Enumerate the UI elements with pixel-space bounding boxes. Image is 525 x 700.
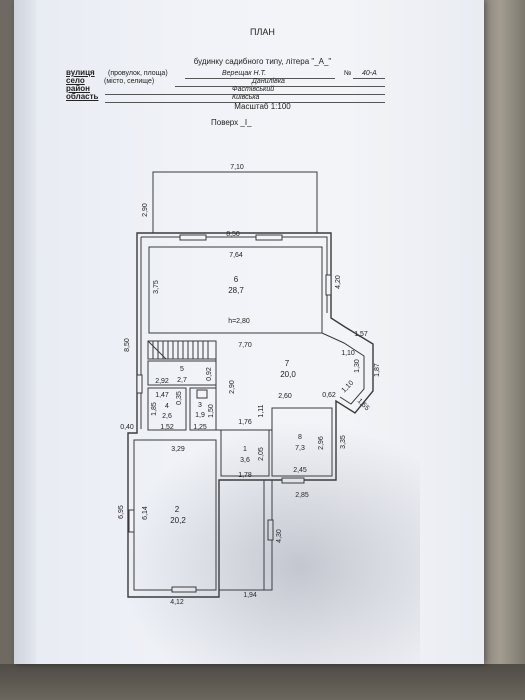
room-7-area: 20,0 (280, 370, 296, 379)
dim-room4-height: 1,85 (151, 402, 158, 416)
ceiling-height: h=2,80 (228, 318, 250, 325)
scale-label: Масштаб 1:100 (234, 102, 291, 111)
field-value: Данилівка (252, 78, 285, 85)
dim-room2-bottom: 4,12 (170, 599, 184, 606)
room-8-number: 8 (298, 434, 302, 441)
field-label: область (66, 92, 99, 101)
dim-room3-bottom: 1,25 (193, 424, 207, 431)
dim-right-side: 4,20 (335, 275, 342, 289)
dim-corridor-side: 1,11 (258, 404, 265, 417)
background-bottom (0, 664, 525, 700)
field-label: район (66, 84, 90, 93)
staircase (147, 340, 217, 360)
room-1-number: 1 (243, 446, 247, 453)
dim-room3-height: 1,50 (208, 404, 215, 418)
room-6-number: 6 (234, 275, 239, 284)
dim-outer-width: 8,50 (226, 231, 240, 238)
dim-left-outer: 6,95 (118, 505, 125, 519)
dim-room8-top: 2,60 (278, 393, 292, 400)
field-number-label: № (344, 70, 352, 77)
room-2-number: 2 (175, 505, 180, 514)
window (255, 234, 283, 241)
document-title: ПЛАН (250, 27, 275, 37)
outer-wall (127, 232, 374, 598)
dim-room4-gap: 0,35 (176, 391, 183, 405)
field-sublabel: (провулок, площа) (108, 70, 168, 77)
window (128, 509, 135, 533)
window (136, 374, 143, 394)
dim-annex-side: 4,30 (276, 529, 283, 543)
dim-terrace-depth: 2,90 (142, 203, 149, 217)
field-label: вулиця (66, 68, 95, 77)
dim-corridor-width: 1,76 (238, 419, 252, 426)
dim-bay-e: 1,10 (341, 380, 356, 395)
dim-bay-b: 1,10 (341, 350, 355, 357)
floor-label: Поверх _І_ (211, 118, 252, 127)
dim-hall-side: 2,90 (229, 380, 236, 394)
field-label: село (66, 76, 85, 85)
window (325, 274, 332, 296)
room-2-area: 20,2 (170, 516, 186, 525)
room-8-area: 7,3 (295, 445, 305, 452)
dim-bay-f: 0,62 (322, 392, 336, 399)
dim-room1-side: 2,05 (258, 447, 265, 461)
background-right (484, 0, 525, 700)
room-7-number: 7 (285, 359, 290, 368)
dim-room6-depth: 3,75 (153, 280, 160, 294)
dim-hall-width: 7,70 (238, 342, 252, 349)
dim-wall-left: 0,40 (120, 424, 134, 431)
room-4-outline (147, 387, 187, 431)
dim-room5-width: 2,92 (155, 378, 169, 385)
dim-room2-top: 3,29 (171, 446, 185, 453)
room-6-area: 28,7 (228, 286, 244, 295)
room-6-outline (148, 246, 323, 334)
dim-room1-bottom: 1,78 (238, 472, 252, 479)
window (267, 519, 274, 541)
dim-room4-bottom: 1,52 (160, 424, 174, 431)
dim-annex-bottom: 1,94 (243, 592, 257, 599)
dim-room5-side: 0,92 (206, 367, 213, 381)
sheet-margin (14, 0, 36, 664)
field-number-value: 40-А (362, 70, 377, 77)
field-value: Київська (232, 94, 260, 101)
dim-bay-c: 1,30 (354, 359, 361, 373)
window (281, 477, 305, 484)
dim-below-room8: 2,85 (295, 492, 309, 499)
room-3-area: 1,9 (195, 412, 205, 419)
field-sublabel: (місто, селище) (104, 78, 155, 85)
dim-room4-width: 1,47 (155, 392, 169, 399)
dim-room8-height: 2,96 (318, 436, 325, 450)
field-value: Верещак Н.Т. (222, 70, 267, 77)
room-5-number: 5 (180, 366, 184, 373)
dim-room2-height: 6,14 (142, 506, 149, 520)
dim-bay-d: 1,87 (374, 363, 381, 377)
field-value: Фастівський (232, 86, 275, 93)
room-4-number: 4 (165, 403, 169, 410)
room-1-area: 3,6 (240, 457, 250, 464)
document-sheet (14, 0, 484, 664)
dim-left-total: 8,50 (124, 338, 131, 352)
room-3-number: 3 (198, 402, 202, 409)
dim-room6-width: 7,64 (229, 252, 243, 259)
terrace-outline (152, 171, 318, 233)
dim-room8-right: 3,35 (340, 435, 347, 449)
room-4-area: 2,6 (162, 413, 172, 420)
window (179, 234, 207, 241)
dim-bay-a: 1,57 (354, 331, 368, 338)
window (171, 586, 197, 593)
document-subtitle: будинку садибного типу, літера "_А_" (193, 57, 332, 66)
room-5-area: 2,7 (177, 377, 187, 384)
dim-top-width: 7,10 (230, 164, 244, 171)
dim-room8-bottom: 2,45 (293, 467, 307, 474)
room-8-outline (271, 407, 333, 477)
